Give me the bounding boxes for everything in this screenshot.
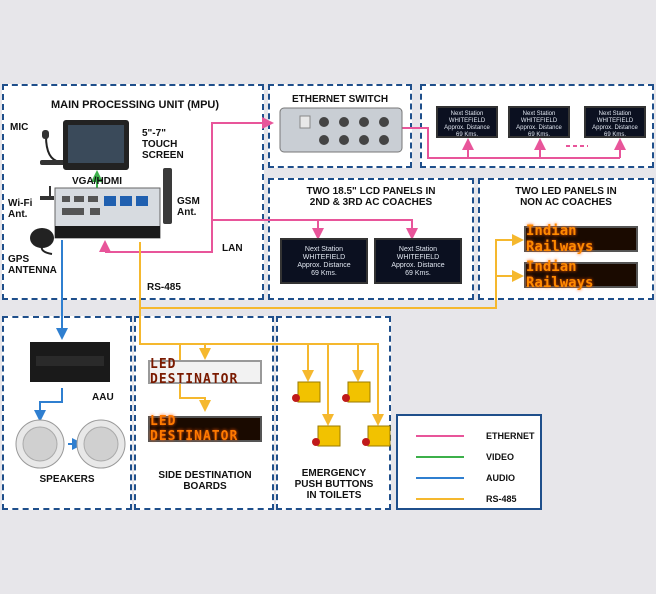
legend-item-video: VIDEO [416, 451, 514, 463]
led-destinator-board-1: LED DESTINATOR [148, 357, 262, 387]
emergency-label: EMERGENCY PUSH BUTTONS IN TOILETS [294, 468, 374, 501]
wifi-label: Wi-Fi Ant. [8, 198, 33, 220]
aau-icon [30, 342, 110, 382]
lan-label: LAN [222, 243, 243, 254]
speaker-icon-1 [15, 419, 65, 469]
push-button-icon-4 [362, 425, 391, 447]
rs485-lines [139, 234, 524, 426]
push-button-icon-1 [292, 381, 321, 403]
led-panel-2: Indian Railways [524, 259, 638, 291]
legend-label-audio: AUDIO [486, 473, 515, 483]
legend-swatch-ethernet [416, 435, 464, 437]
ethernet-lines [99, 117, 626, 253]
mpu-unit-icon [54, 187, 161, 239]
mic-icon [40, 130, 66, 165]
ethernet-switch-icon [279, 107, 403, 153]
touch-screen-label: 5"-7" TOUCH SCREEN [142, 128, 184, 161]
speaker-icon-2 [76, 419, 126, 469]
led-panels-title: TWO LED PANELS IN NON AC COACHES [515, 186, 617, 208]
legend-swatch-video [416, 456, 464, 458]
legend-label-video: VIDEO [486, 452, 515, 462]
legend-swatch-audio [416, 477, 464, 479]
gsm-label: GSM Ant. [177, 196, 200, 218]
push-button-icon-3 [312, 425, 341, 447]
led-panel-1: Indian Railways [524, 223, 638, 255]
legend-item-ethernet: ETHERNET [416, 430, 535, 442]
legend-label-rs485: RS-485 [486, 494, 517, 504]
ethernet-switch-title: ETHERNET SWITCH [291, 94, 389, 105]
touch-screen-icon [63, 120, 129, 170]
vga-hdmi-label: VGA/HDMI [72, 176, 122, 187]
wifi-antenna-icon [40, 186, 54, 200]
legend: ETHERNET VIDEO AUDIO RS-485 [396, 414, 542, 510]
legend-item-rs485: RS-485 [416, 493, 517, 505]
lcd-panels-title: TWO 18.5" LCD PANELS IN 2ND & 3RD AC COA… [306, 186, 436, 208]
gps-label: GPS ANTENNA [8, 254, 57, 276]
speakers-label: SPEAKERS [39, 474, 95, 485]
destination-label: SIDE DESTINATION BOARDS [158, 470, 252, 492]
mpu-title: MAIN PROCESSING UNIT (MPU) [50, 99, 220, 111]
rs485-label: RS-485 [147, 282, 181, 293]
push-button-icon-2 [342, 381, 371, 403]
gsm-antenna-icon [163, 168, 172, 224]
gps-antenna-icon [30, 228, 54, 255]
emergency-box [276, 316, 391, 510]
aau-label: AAU [92, 392, 114, 403]
legend-label-ethernet: ETHERNET [486, 431, 535, 441]
led-destinator-board-2: LED DESTINATOR [148, 414, 262, 444]
mic-label: MIC [10, 122, 29, 133]
legend-item-audio: AUDIO [416, 472, 515, 484]
legend-swatch-rs485 [416, 498, 464, 500]
